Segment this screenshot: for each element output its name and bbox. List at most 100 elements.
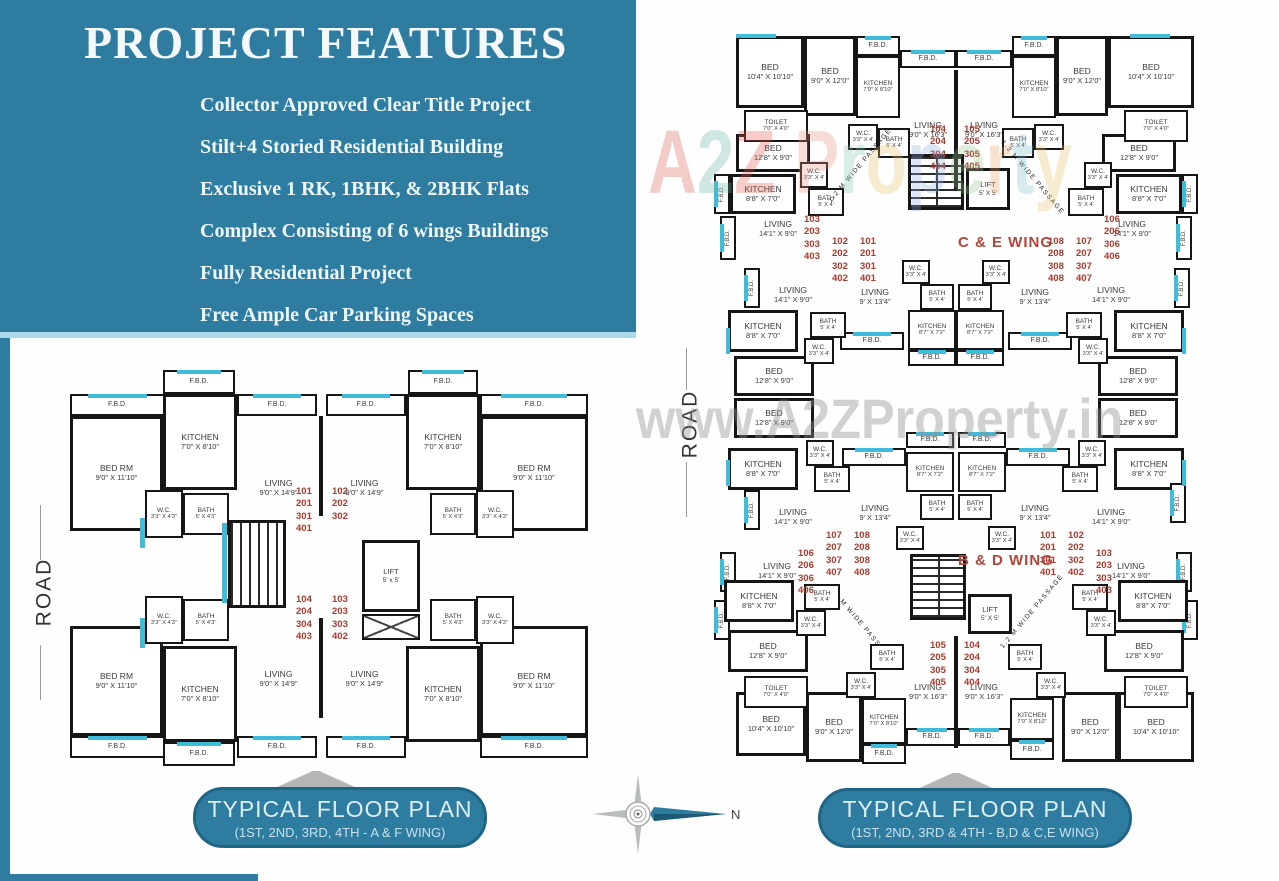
wall-segment bbox=[954, 70, 958, 190]
watermark-letter: A bbox=[648, 113, 697, 213]
feature-item: Collector Approved Clear Title Project bbox=[200, 94, 532, 116]
wall-segment bbox=[319, 416, 323, 516]
feature-item: Free Ample Car Parking Spaces bbox=[200, 304, 474, 326]
road-line bbox=[40, 645, 41, 700]
room-box: W.C.3'3" X 4'3" bbox=[145, 596, 183, 644]
fbd-box: F.B.D. bbox=[842, 448, 906, 466]
wing-label: C & E WING bbox=[958, 234, 1053, 251]
room-box: W.C.3'3" X 4' bbox=[1086, 610, 1116, 636]
window-sill bbox=[140, 518, 145, 548]
window-sill bbox=[726, 460, 730, 486]
fbd-box: F.B.D. bbox=[326, 394, 406, 416]
road-label-right: ROAD bbox=[678, 389, 702, 459]
road-label-left: ROAD bbox=[32, 557, 56, 627]
caption-arrow-icon bbox=[275, 771, 357, 788]
fbd-box-vertical: F.B.D. bbox=[1182, 174, 1198, 214]
fbd-box: F.B.D. bbox=[70, 394, 165, 416]
room-box: W.C.3'3" X 4' bbox=[796, 610, 826, 636]
staircase bbox=[910, 554, 966, 620]
fbd-box: F.B.D. bbox=[840, 332, 904, 350]
page-title: PROJECT FEATURES bbox=[84, 17, 568, 68]
fbd-box: F.B.D. bbox=[70, 736, 165, 758]
room-box: W.C.3'3" X 4' bbox=[902, 260, 930, 284]
room-box: W.C.3'3" X 4' bbox=[1036, 672, 1066, 698]
caption-left-subtitle: (1ST, 2ND, 3RD, 4TH - A & F WING) bbox=[234, 824, 446, 840]
window-sill bbox=[1182, 460, 1186, 486]
fbd-box: F.B.D. bbox=[326, 736, 406, 758]
room-box: W.C.3'3" X 4' bbox=[1084, 162, 1112, 188]
room-box: W.C.3'3" X 4' bbox=[982, 260, 1010, 284]
room-box: W.C.3'3" X 4' bbox=[896, 526, 924, 550]
feature-item: Stilt+4 Storied Residential Building bbox=[200, 136, 504, 158]
window-sill bbox=[222, 523, 227, 603]
fbd-box: F.B.D. bbox=[163, 742, 235, 766]
fbd-box: F.B.D. bbox=[856, 36, 900, 56]
room-box: W.C.3'3" X 4'3" bbox=[476, 596, 514, 644]
fbd-box-vertical: F.B.D. bbox=[1176, 216, 1192, 260]
lift-cross-box bbox=[362, 614, 420, 640]
caption-right: TYPICAL FLOOR PLAN (1ST, 2ND, 3RD & 4TH … bbox=[818, 788, 1132, 848]
caption-left: TYPICAL FLOOR PLAN (1ST, 2ND, 3RD, 4TH -… bbox=[193, 787, 487, 848]
feature-item: Complex Consisting of 6 wings Buildings bbox=[200, 220, 549, 242]
compass-north-label: N bbox=[731, 807, 740, 822]
room-box: W.C.3'3" X 4' bbox=[1078, 338, 1108, 364]
room-box: W.C.3'3" X 4' bbox=[1034, 124, 1064, 150]
fbd-box: F.B.D. bbox=[908, 350, 956, 366]
feature-item: Fully Residential Project bbox=[200, 262, 412, 284]
road-line bbox=[686, 348, 687, 390]
wall-segment bbox=[319, 618, 323, 718]
